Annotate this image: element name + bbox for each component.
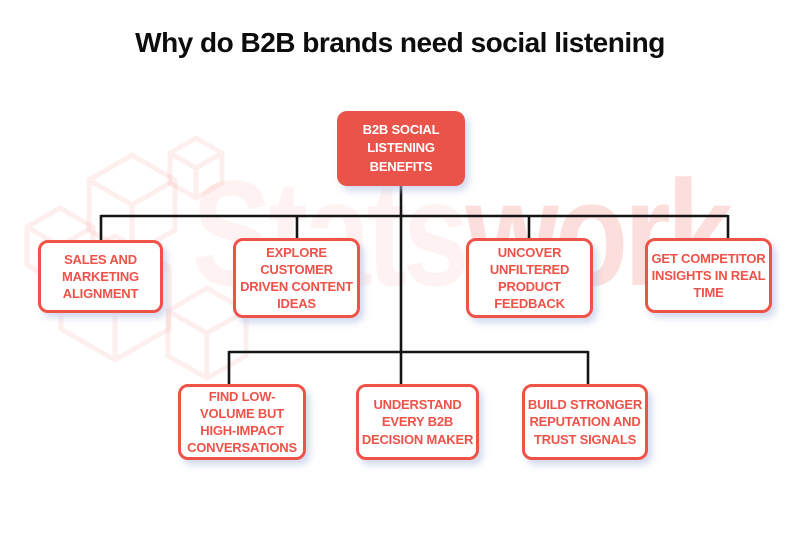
node-label: SALES AND MARKETING ALIGNMENT xyxy=(62,251,139,302)
root-node-label: B2B SOCIAL LISTENING BENEFITS xyxy=(362,122,440,174)
node-label: FIND LOW- VOLUME BUT HIGH-IMPACT CONVERS… xyxy=(187,388,297,456)
node-understand-b2b-decision-maker: UNDERSTAND EVERY B2B DECISION MAKER xyxy=(356,384,479,460)
node-label: UNCOVER UNFILTERED PRODUCT FEEDBACK xyxy=(489,244,570,312)
node-customer-driven-content-ideas: EXPLORE CUSTOMER DRIVEN CONTENT IDEAS xyxy=(233,238,360,318)
node-competitor-insights-real-time: GET COMPETITOR INSIGHTS IN REAL TIME xyxy=(645,238,772,313)
node-low-volume-high-impact-conversations: FIND LOW- VOLUME BUT HIGH-IMPACT CONVERS… xyxy=(178,384,306,460)
node-reputation-trust-signals: BUILD STRONGER REPUTATION AND TRUST SIGN… xyxy=(522,384,648,460)
node-label: UNDERSTAND EVERY B2B DECISION MAKER xyxy=(361,397,474,447)
node-label: BUILD STRONGER REPUTATION AND TRUST SIGN… xyxy=(527,397,643,447)
root-node-b2b-social-listening-benefits: B2B SOCIAL LISTENING BENEFITS xyxy=(337,111,465,186)
node-unfiltered-product-feedback: UNCOVER UNFILTERED PRODUCT FEEDBACK xyxy=(466,238,593,318)
node-sales-marketing-alignment: SALES AND MARKETING ALIGNMENT xyxy=(38,240,163,313)
node-label: EXPLORE CUSTOMER DRIVEN CONTENT IDEAS xyxy=(240,244,353,312)
node-label: GET COMPETITOR INSIGHTS IN REAL TIME xyxy=(651,250,766,301)
page-title: Why do B2B brands need social listening xyxy=(135,27,665,58)
